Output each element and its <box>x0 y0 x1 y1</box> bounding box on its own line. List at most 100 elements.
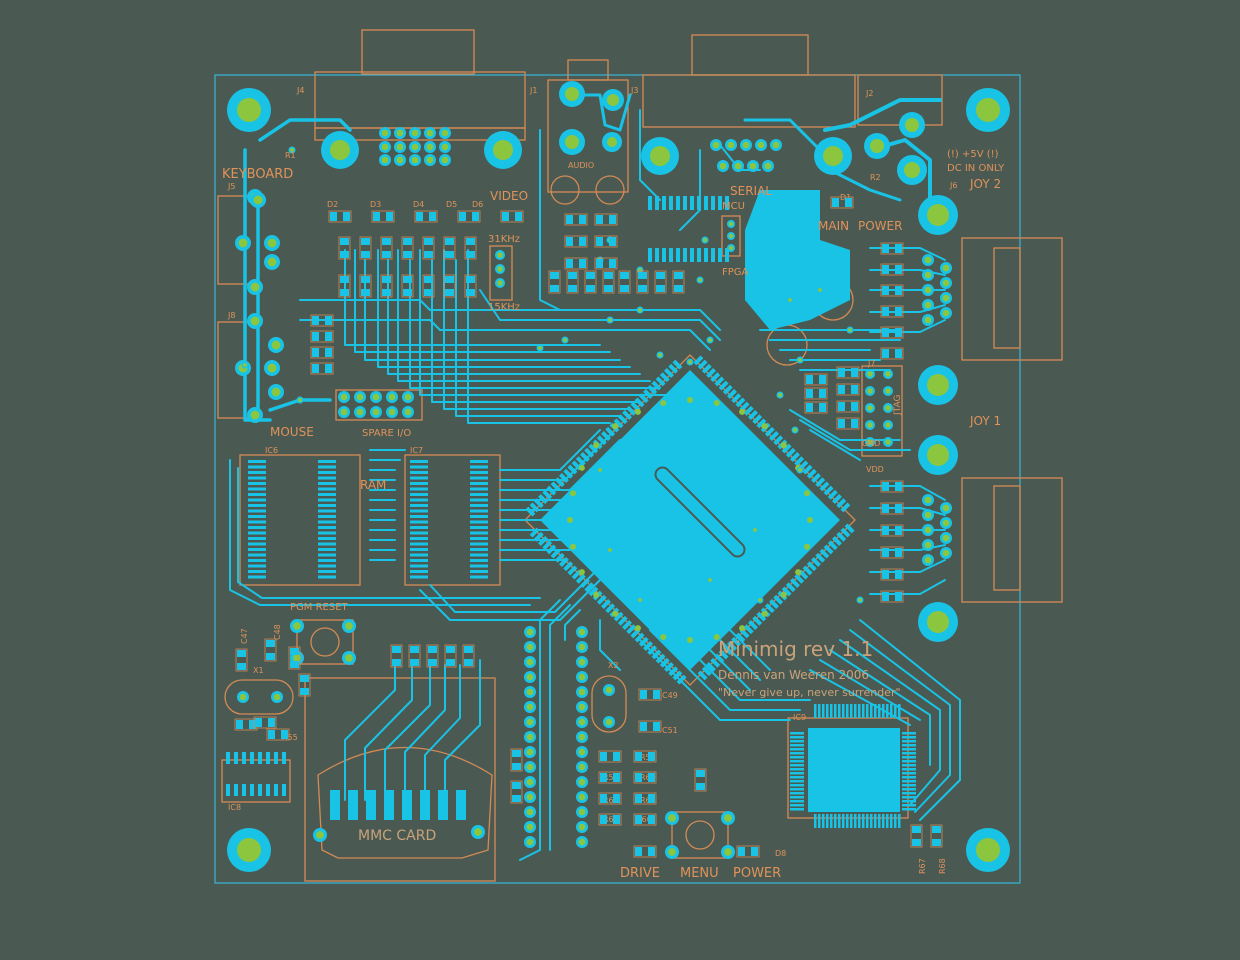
copper-traces <box>229 93 961 861</box>
via-hole <box>885 388 891 394</box>
ic9-pad <box>866 814 869 828</box>
smd-outline <box>880 568 904 581</box>
fpga-pin <box>731 393 742 404</box>
via-hole <box>578 733 586 741</box>
ram-pad <box>248 520 266 524</box>
mmc-contact <box>366 790 376 820</box>
smd-pad <box>806 403 813 412</box>
fpga-pin <box>693 355 704 366</box>
smd-pad <box>237 650 246 657</box>
mcu-pad <box>683 196 687 210</box>
ref-d8: D8 <box>775 849 786 858</box>
smd-outline <box>880 242 904 255</box>
ic8-pad <box>282 784 286 796</box>
via-hole <box>867 439 873 445</box>
label-spare-io: SPARE I/O <box>362 428 411 439</box>
mcu-pad <box>669 196 673 210</box>
smd-outline <box>836 383 860 396</box>
ic9-pad <box>790 796 804 799</box>
smd-pad <box>403 238 412 245</box>
smd-pad <box>882 548 889 557</box>
ref-d4: D4 <box>413 200 424 209</box>
smd-pad <box>300 675 309 682</box>
power-pad-2 <box>864 133 890 159</box>
smd-pad <box>429 212 436 221</box>
via-hole <box>372 393 380 401</box>
fpga-pin <box>525 506 536 517</box>
fpga-via <box>634 625 641 632</box>
via-hole <box>712 141 720 149</box>
ram-pad <box>248 559 266 562</box>
fpga-pin <box>613 418 624 429</box>
smd-pad <box>609 259 616 268</box>
smd-outline <box>804 387 828 400</box>
smd-pad <box>373 212 380 221</box>
ic9-pad <box>830 814 833 828</box>
ram-pad <box>410 460 428 463</box>
ic9-pour <box>808 728 900 812</box>
ram-pad <box>318 570 336 573</box>
label-power: POWER <box>858 219 902 233</box>
smd-pad <box>609 215 616 224</box>
fpga-pin <box>827 540 838 551</box>
smd-pad <box>635 794 642 803</box>
fpga-pin <box>668 666 679 677</box>
ram-pad <box>410 564 428 568</box>
fpga-pin <box>676 674 687 685</box>
mount-hole-top-left <box>227 88 271 132</box>
smd-pad <box>656 285 665 292</box>
ic9-pad <box>790 740 804 743</box>
via-hole <box>243 363 247 367</box>
smd-outline <box>880 263 904 276</box>
ic8-pad <box>234 784 238 796</box>
smd-pad <box>845 198 852 207</box>
ref-r60: R60 <box>640 773 656 782</box>
smd-pad <box>466 251 475 258</box>
ram-pad <box>470 515 488 518</box>
via-hole <box>526 703 534 711</box>
via-hole <box>316 831 324 839</box>
via-hole <box>526 688 534 696</box>
smd-pad <box>392 659 401 666</box>
smd-outline <box>880 284 904 297</box>
fpga-pin <box>567 565 578 576</box>
smd-pad <box>620 272 629 279</box>
smd-pad <box>290 648 299 655</box>
ram-pad <box>410 542 428 546</box>
jack-pad-3 <box>602 89 624 111</box>
smd-pad <box>386 212 393 221</box>
via-hole <box>526 778 534 786</box>
ram-pad <box>410 531 428 535</box>
fpga-pin <box>634 632 645 643</box>
smd-outline <box>880 480 904 493</box>
smd-pad <box>445 289 454 296</box>
fpga-pin <box>563 468 574 479</box>
via-hole <box>426 129 434 137</box>
via-hole <box>526 643 534 651</box>
fpga-pin <box>806 468 817 479</box>
label-main: MAIN <box>818 219 849 233</box>
ram-pad <box>470 564 488 568</box>
via-hole <box>253 195 263 205</box>
ram-pad <box>410 482 428 485</box>
fpga-pin <box>714 653 725 664</box>
fpga-pin <box>769 599 779 609</box>
ram-pad <box>318 520 336 524</box>
label-drive: DRIVE <box>620 866 660 881</box>
smd-pad <box>586 272 595 279</box>
via-hole <box>381 129 389 137</box>
fpga-pin <box>697 359 708 370</box>
fpga-pin <box>546 544 557 555</box>
mcu-pad <box>655 196 659 210</box>
ic9-pad <box>790 736 804 739</box>
ram-pad <box>410 504 428 507</box>
smd-pad <box>550 285 559 292</box>
via-hole <box>757 141 765 149</box>
fpga-pin <box>714 376 725 387</box>
smd-outline <box>264 638 277 662</box>
smd-outline <box>836 366 860 379</box>
smd-pad <box>596 237 603 246</box>
ic9-pad <box>790 788 804 791</box>
via-hole <box>728 221 734 227</box>
smd-pad <box>340 276 349 283</box>
